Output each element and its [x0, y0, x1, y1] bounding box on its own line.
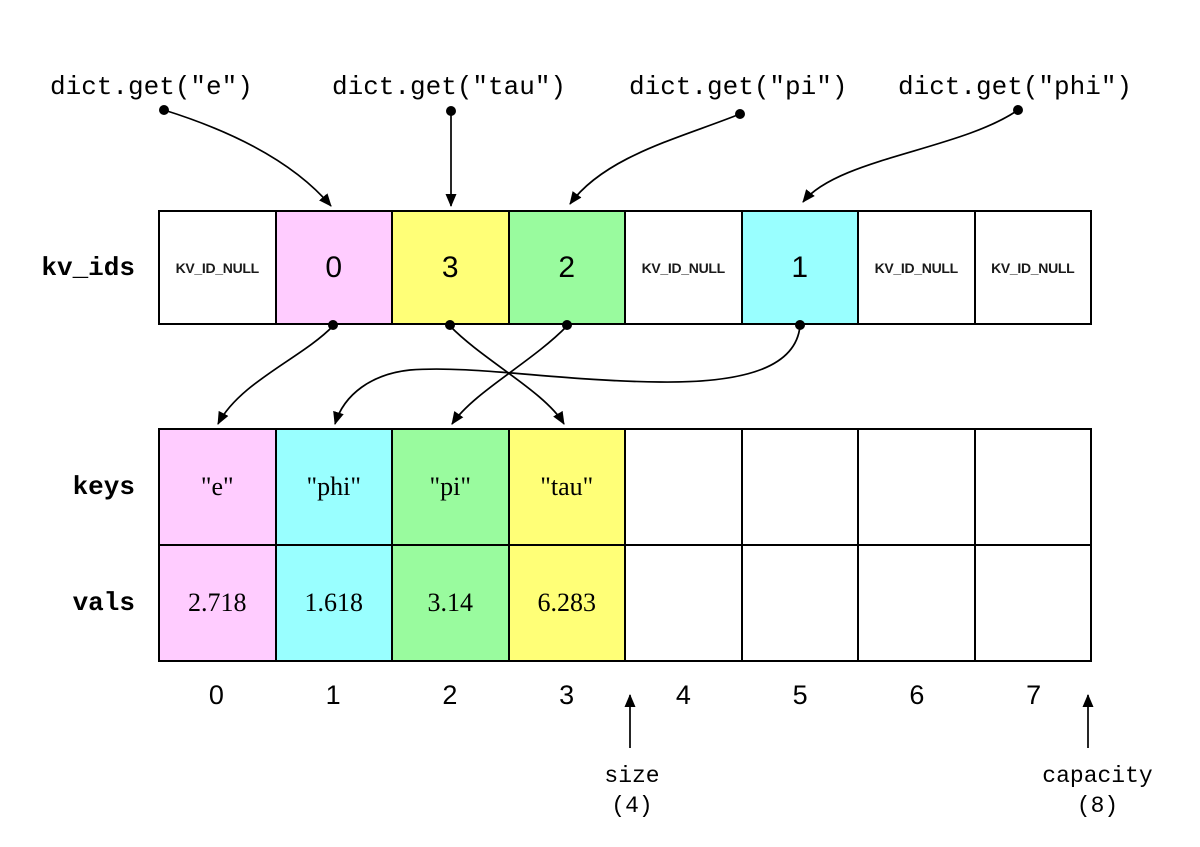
keys-row-label: keys: [72, 471, 135, 502]
arrow-kvid3-to-key3: [449, 325, 565, 425]
dot-get-phi: [1013, 105, 1023, 115]
vals-cell-0: 2.718: [160, 546, 277, 660]
index-label-5: 5: [792, 680, 808, 710]
call-label-get-e: dict.get("e"): [50, 72, 253, 102]
kv-ids-cell-6: KV_ID_NULL: [859, 212, 976, 323]
keys-cell-0: "e": [160, 430, 277, 544]
kv-ids-cell-5: 1: [742, 212, 859, 323]
size-value: (4): [611, 793, 653, 819]
call-label-get-tau: dict.get("tau"): [332, 72, 567, 102]
arrow-kvid1-to-key1: [333, 325, 801, 425]
vals-cell-5: [742, 546, 859, 660]
vals-cell-4: [626, 546, 743, 660]
arrow-kvid0-to-key0: [217, 325, 334, 425]
keys-array: "e" "phi" "pi" "tau": [160, 430, 1090, 546]
index-label-6: 6: [909, 680, 925, 710]
keys-cell-4: [626, 430, 743, 544]
kv-ids-cell-3: 2: [509, 212, 626, 323]
dot-get-pi: [735, 109, 745, 119]
kv-ids-array: KV_ID_NULL 0 3 2 KV_ID_NULL 1 KV_ID_NULL…: [158, 210, 1092, 325]
kv-ids-cell-1: 0: [276, 212, 393, 323]
arrow-get-e-to-slot1: [163, 109, 332, 207]
arrow-kvid2-to-key2: [451, 325, 568, 425]
call-label-get-phi: dict.get("phi"): [898, 72, 1133, 102]
vals-array: 2.718 1.618 3.14 6.283: [160, 546, 1090, 660]
keys-cell-3: "tau": [509, 430, 626, 544]
keys-vals-table: "e" "phi" "pi" "tau" 2.718 1.618 3.14 6.…: [158, 428, 1092, 662]
vals-cell-7: [975, 546, 1090, 660]
arrow-get-phi-to-slot5: [802, 109, 1019, 203]
index-label-2: 2: [442, 680, 458, 710]
index-label-7: 7: [1026, 680, 1042, 710]
size-label: size: [604, 763, 660, 789]
index-label-4: 4: [675, 680, 691, 710]
kv-ids-row-label: kv_ids: [41, 252, 135, 283]
capacity-value: (8): [1076, 793, 1119, 819]
keys-cell-5: [742, 430, 859, 544]
index-label-0: 0: [208, 680, 224, 710]
call-label-get-pi: dict.get("pi"): [629, 72, 848, 102]
keys-cell-6: [859, 430, 976, 544]
keys-cell-1: "phi": [276, 430, 393, 544]
vals-row-label: vals: [72, 587, 135, 618]
kv-ids-cell-7: KV_ID_NULL: [975, 212, 1090, 323]
index-label-1: 1: [325, 680, 341, 710]
kv-ids-cell-0: KV_ID_NULL: [160, 212, 277, 323]
vals-cell-6: [859, 546, 976, 660]
dot-get-e: [159, 105, 169, 115]
capacity-label: capacity: [1042, 763, 1153, 789]
vals-cell-2: 3.14: [393, 546, 510, 660]
arrow-get-pi-to-slot3: [569, 113, 741, 205]
index-label-3: 3: [559, 680, 575, 710]
keys-cell-2: "pi": [393, 430, 510, 544]
kv-ids-cell-4: KV_ID_NULL: [626, 212, 743, 323]
keys-cell-7: [975, 430, 1090, 544]
vals-cell-1: 1.618: [276, 546, 393, 660]
index-labels: 0 1 2 3 4 5 6 7: [158, 680, 1092, 711]
dot-get-tau: [446, 106, 456, 116]
kv-ids-cell-2: 3: [393, 212, 510, 323]
vals-cell-3: 6.283: [509, 546, 626, 660]
